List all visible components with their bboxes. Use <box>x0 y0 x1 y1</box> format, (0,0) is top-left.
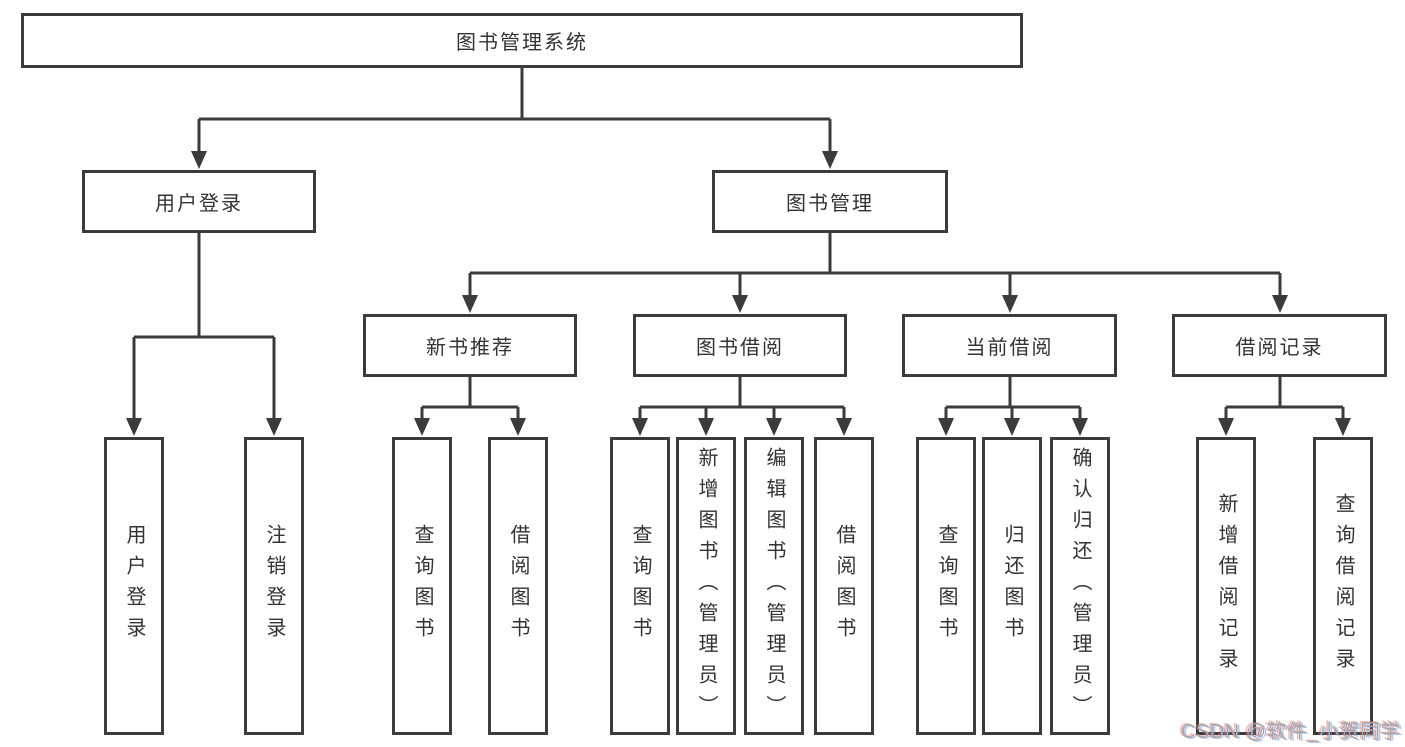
node-book-borrowing: 图书借阅 <box>633 314 847 377</box>
leaf-label: 编辑图书（管理员） <box>763 446 785 726</box>
leaf-confirm-return-admin: 确认归还（管理员） <box>1050 437 1110 735</box>
node-new-book-recommend: 新书推荐 <box>363 314 577 377</box>
leaf-label: 归还图书 <box>1001 524 1023 648</box>
connector-path <box>132 68 1345 420</box>
leaf-add-book-admin: 新增图书（管理员） <box>676 437 736 735</box>
leaf-recommend-query-books: 查询图书 <box>392 437 452 735</box>
leaf-label: 新增借阅记录 <box>1215 493 1237 679</box>
leaf-recommend-borrow-books: 借阅图书 <box>488 437 548 735</box>
leaf-label: 借阅图书 <box>507 524 529 648</box>
leaf-label: 用户登录 <box>123 524 145 648</box>
node-label: 新书推荐 <box>426 337 514 359</box>
leaf-return-books: 归还图书 <box>982 437 1042 735</box>
leaf-label: 查询图书 <box>935 524 957 648</box>
node-label: 用户登录 <box>155 193 243 215</box>
leaf-label: 确认归还（管理员） <box>1069 446 1091 726</box>
leaf-label: 借阅图书 <box>833 524 855 648</box>
node-label: 图书管理 <box>786 193 874 215</box>
node-book-management: 图书管理 <box>712 170 948 233</box>
node-label: 图书管理系统 <box>456 32 588 54</box>
leaf-logout: 注销登录 <box>244 437 304 735</box>
leaf-current-query-books: 查询图书 <box>916 437 976 735</box>
leaf-label: 注销登录 <box>263 524 285 648</box>
node-current-borrowing: 当前借阅 <box>902 314 1117 377</box>
leaf-user-login: 用户登录 <box>104 437 164 735</box>
leaf-edit-book-admin: 编辑图书（管理员） <box>744 437 804 735</box>
node-label: 借阅记录 <box>1235 337 1324 359</box>
leaf-borrowing-query-books: 查询图书 <box>610 437 670 735</box>
node-user-login: 用户登录 <box>82 170 316 233</box>
node-label: 图书借阅 <box>696 337 784 359</box>
node-label: 当前借阅 <box>965 337 1054 359</box>
node-borrowing-records: 借阅记录 <box>1172 314 1387 377</box>
leaf-label: 查询图书 <box>629 524 651 648</box>
leaf-borrowing-borrow-books: 借阅图书 <box>814 437 874 735</box>
leaf-add-borrow-record: 新增借阅记录 <box>1196 437 1256 735</box>
node-library-system: 图书管理系统 <box>21 13 1023 68</box>
leaf-label: 新增图书（管理员） <box>695 446 717 726</box>
leaf-label: 查询借阅记录 <box>1332 493 1354 679</box>
leaf-label: 查询图书 <box>411 524 433 648</box>
csdn-watermark: CSDN @软件_小贺同学 <box>1181 721 1402 743</box>
leaf-query-borrow-record: 查询借阅记录 <box>1313 437 1373 735</box>
